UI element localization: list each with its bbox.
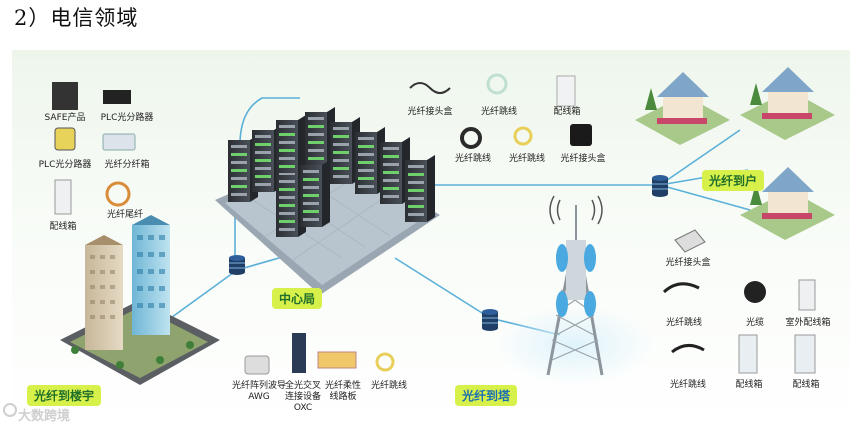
link-center-tower [395,258,490,318]
label-patch-cord-top-3: 光纤跳线 [509,154,545,165]
flex-circuit-icon [318,352,356,368]
patch-cord-black-icon [664,284,699,292]
label-patch-cord-bottom: 光纤跳线 [371,381,407,392]
label-patch-cord-right-1: 光纤跳线 [666,318,702,329]
house [740,67,835,140]
badge-fiber-to-tower: 光纤到塔 [455,385,517,406]
awg-icon [245,356,269,374]
plc-splitter-module-icon [103,90,131,104]
watermark-logo-icon [2,402,18,418]
badge-central-office: 中心局 [272,288,322,309]
patch-cord-yellow-icon [515,128,531,144]
wiring-cabinet-icon [55,180,71,214]
label-plc-splitter-2: PLC光分路器 [39,160,92,171]
fiber-coil-icon [462,129,480,147]
badge-fiber-to-building: 光纤到楼宇 [27,385,101,406]
label-wiring-cabinet-top: 配线箱 [553,107,580,118]
wiring-rack-icon [795,335,815,373]
splice-closure-icon [410,83,450,93]
patch-cord-black-icon [672,345,704,352]
label-flex-circuit: 光纤柔性线路板 [325,381,361,403]
label-splice-closure-top: 光纤接头盒 [407,107,452,118]
patch-cord-yellow-icon [377,354,393,370]
node-cylinder-home [652,175,668,197]
wiring-cabinet-icon [557,76,575,106]
label-wiring-rack-2: 配线箱 [792,380,819,391]
label-outdoor-cabinet: 室外配线箱 [785,318,830,329]
node-cylinder-building [229,255,245,275]
plc-splitter-box-icon [55,128,75,150]
label-wiring-cabinet-left: 配线箱 [49,222,76,233]
label-wiring-rack-1: 配线箱 [735,380,762,391]
oxc-icon [292,333,306,373]
label-splice-closure-top-2: 光纤接头盒 [560,154,605,165]
label-optical-cable: 光缆 [746,318,764,329]
label-patch-cord-top-1: 光纤跳线 [481,107,517,118]
cell-tower [495,196,655,385]
black-splice-closure-icon [570,124,592,146]
patch-cord-icon [488,75,506,93]
house [635,72,730,145]
label-plc-splitter-1: PLC光分路器 [101,113,154,124]
label-fiber-distribution-box: 光纤分纤箱 [104,160,149,171]
label-patch-cord-top-2: 光纤跳线 [455,154,491,165]
wiring-rack-icon [739,335,757,373]
splice-closure-icon [675,230,705,252]
label-fiber-pigtail: 光纤尾纤 [107,210,143,221]
link-building [168,270,237,320]
cable-reel-icon [744,281,766,303]
node-cylinder-tower [482,309,498,331]
label-splice-closure-right: 光纤接头盒 [665,258,710,269]
fiber-pigtail-icon [107,183,129,205]
server-rack [300,160,330,227]
badge-fiber-to-home: 光纤到户 [702,170,764,191]
server-rack [405,155,435,222]
outdoor-cabinet-icon [799,280,815,310]
label-safe-product: SAFE产品 [45,113,86,124]
fiber-distribution-box-icon [103,134,135,150]
safe-product-icon [52,82,78,110]
watermark-text: 大数跨境 [18,405,70,424]
label-patch-cord-right-2: 光纤跳线 [670,380,706,391]
